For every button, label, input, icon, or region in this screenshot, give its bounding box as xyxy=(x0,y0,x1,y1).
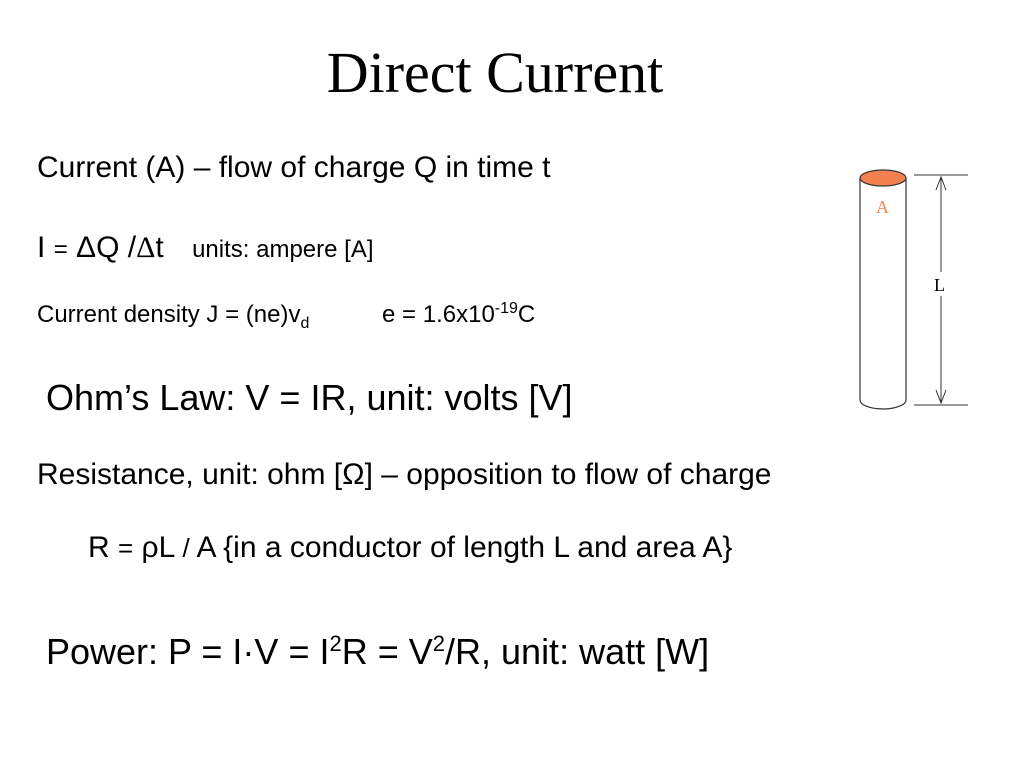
time-symbol: t xyxy=(155,231,164,264)
current-formula: I = ΔQ /Δt units: ampere [A] xyxy=(37,228,374,270)
ohms-law: Ohm’s Law: V = IR, unit: volts [V] xyxy=(46,377,573,418)
area-label: A xyxy=(876,197,889,217)
length-arrow-top-icon xyxy=(935,175,947,191)
conductor-diagram: A L xyxy=(859,169,968,410)
slide-title: Direct Current xyxy=(326,40,664,105)
rho-l: ρL xyxy=(141,531,175,564)
electron-charge-label: e = 1.6x10 xyxy=(382,301,495,328)
length-arrow-bottom-icon xyxy=(935,389,947,405)
delta-q: ΔQ / xyxy=(76,231,137,264)
current-density-expr: (ne)v xyxy=(245,301,301,328)
resistance-definition: Resistance, unit: ohm [Ω] – opposition t… xyxy=(37,458,772,491)
delta-symbol: Δ xyxy=(136,231,156,264)
power-part-2: R = V xyxy=(341,631,433,672)
resistance-symbol: R xyxy=(88,531,110,564)
resistance-formula: R = ρL / A {in a conductor of length L a… xyxy=(88,528,732,568)
power-formula: Power: P = I·V = I2R = V2/R, unit: watt … xyxy=(46,628,709,676)
current-density-line: Current density J = (ne)vd e = 1.6x10-19… xyxy=(37,298,535,332)
equals-sign: = xyxy=(118,533,134,563)
length-label-background xyxy=(932,272,954,296)
power-part-1: Power: P = I·V = I xyxy=(46,631,330,672)
cross-section-area-icon xyxy=(859,169,907,187)
power-sup-1: 2 xyxy=(329,631,342,656)
electron-charge-unit: C xyxy=(517,301,536,328)
conductor-body xyxy=(859,178,907,410)
slash: / xyxy=(182,533,190,563)
length-label: L xyxy=(934,275,945,295)
current-definition: Current (A) – flow of charge Q in time t xyxy=(37,151,551,184)
power-part-3: /R, unit: watt [W] xyxy=(445,631,710,672)
current-symbol: I xyxy=(37,231,46,264)
resistance-formula-rest: A {in a conductor of length L and area A… xyxy=(196,531,733,564)
electron-charge-exponent: -19 xyxy=(494,300,518,317)
power-sup-2: 2 xyxy=(432,631,446,656)
current-density-label: Current density J xyxy=(37,301,219,328)
drift-subscript: d xyxy=(300,314,310,332)
equals-sign: = xyxy=(225,301,240,328)
equals-sign: = xyxy=(53,236,68,263)
current-units: units: ampere [A] xyxy=(192,236,374,263)
